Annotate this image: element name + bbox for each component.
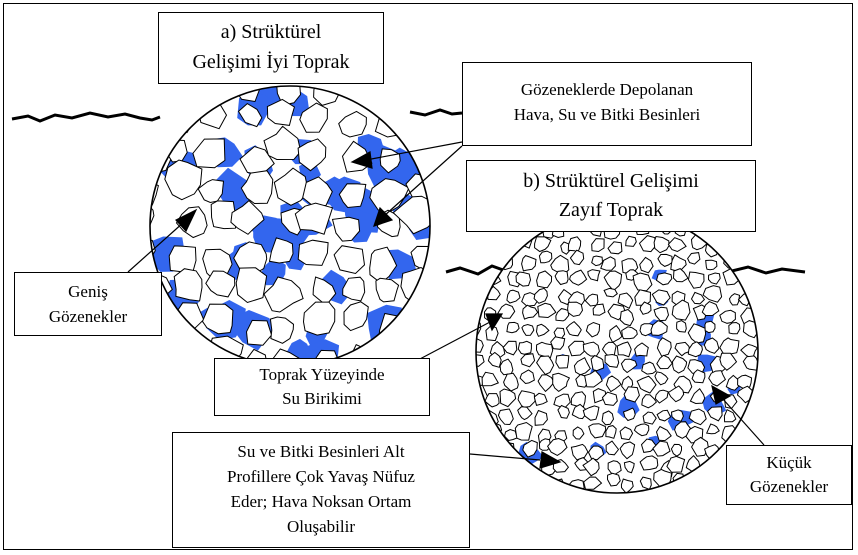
label-slow-infiltration-line4: Oluşabilir [173, 514, 469, 539]
soil-aggregate [677, 321, 687, 333]
label-stored-line2: Hava, Su ve Bitki Besinleri [463, 102, 751, 127]
soil-aggregate [606, 426, 616, 439]
soil-aggregate [375, 112, 407, 137]
label-stored-line1: Gözeneklerde Depolanan [463, 77, 751, 102]
ground-line-a-right [410, 110, 462, 115]
label-good-structure-line1: a) Strüktürel [159, 17, 383, 47]
soil-aggregate [568, 237, 580, 252]
soil-aggregate [169, 246, 196, 272]
label-slow-infiltration: Su ve Bitki Besinleri Alt Profillere Çok… [172, 432, 470, 548]
label-good-structure: a) Strüktürel Gelişimi İyi Toprak [158, 12, 384, 84]
label-surface-water: Toprak Yüzeyinde Su Birikimi [214, 358, 430, 416]
label-small-pores-line1: Küçük [727, 451, 851, 475]
label-surface-water-line1: Toprak Yüzeyinde [215, 363, 429, 387]
label-small-pores-line2: Gözenekler [727, 475, 851, 499]
label-weak-structure: b) Strüktürel Gelişimi Zayıf Toprak [466, 160, 756, 232]
label-small-pores: Küçük Gözenekler [726, 445, 852, 505]
soil-aggregate [401, 268, 430, 303]
soil-circle-weak-structure [466, 200, 760, 494]
soil-aggregate [556, 355, 569, 368]
ground-line-a [12, 113, 160, 121]
soil-aggregate [236, 268, 266, 303]
soil-aggregate [592, 256, 603, 266]
label-large-pores: Geniş Gözenekler [14, 272, 162, 336]
soil-aggregate [568, 302, 583, 316]
label-slow-infiltration-line1: Su ve Bitki Besinleri Alt [173, 439, 469, 464]
soil-aggregate [705, 321, 715, 332]
label-good-structure-line2: Gelişimi İyi Toprak [159, 47, 383, 77]
label-surface-water-line2: Su Birikimi [215, 387, 429, 411]
soil-aggregate [174, 269, 202, 301]
label-stored-air-water: Gözeneklerde Depolanan Hava, Su ve Bitki… [462, 62, 752, 146]
label-large-pores-line1: Geniş [15, 279, 161, 304]
soil-aggregate [502, 443, 514, 456]
soil-aggregate [298, 240, 328, 265]
soil-aggregate [724, 252, 742, 269]
label-large-pores-line2: Gözenekler [15, 304, 161, 329]
label-slow-infiltration-line2: Profillere Çok Yavaş Nüfuz [173, 464, 469, 489]
label-slow-infiltration-line3: Eder; Hava Noksan Ortam [173, 489, 469, 514]
soil-aggregate [501, 256, 513, 270]
soil-aggregate [518, 341, 531, 354]
arrow-slow-infiltration [470, 452, 560, 468]
soil-aggregate [729, 323, 740, 334]
soil-aggregate [539, 251, 551, 263]
soil-circle-good-structure [129, 71, 440, 380]
label-weak-structure-line2: Zayıf Toprak [467, 196, 755, 225]
label-weak-structure-line1: b) Strüktürel Gelişimi [467, 167, 755, 196]
soil-aggregate [515, 423, 532, 441]
